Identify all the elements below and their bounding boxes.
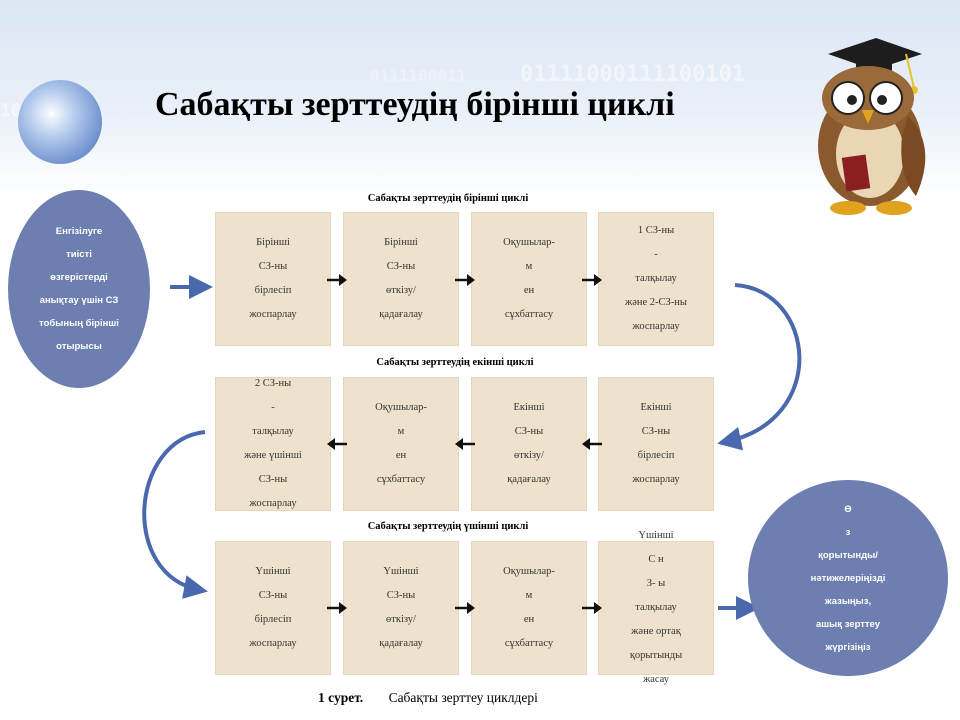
arrow-right-icon [455,274,475,286]
cycle-1-label: Сабақты зерттеудің бірінші циклі [367,193,529,204]
cycle-2-step-3: Оқушылар- м ен сұхбаттасу [343,377,459,511]
cycle-2-step-2: Екінші СЗ-ны өткізу/ қадағалау [471,377,587,511]
figure-caption: 1 сурет. Сабақты зерттеу циклдері [318,690,538,706]
cycle-2-step-4: 2 СЗ-ны - талқылау және үшінші СЗ-ны жос… [215,377,331,511]
arrow-right-icon [327,274,347,286]
step-text: Бірінші СЗ-ны бірлесіп жоспарлау [249,237,297,320]
cycle-3-label: Сабақты зерттеудің үшінші циклі [367,521,529,532]
arrow-right-icon [582,602,602,614]
step-text: Бірінші СЗ-ны өткізу/ қадағалау [379,237,423,320]
cycle-2-step-1: Екінші СЗ-ны бірлесіп жоспарлау [598,377,714,511]
page-title: Сабақты зерттеудің бірінші циклі [155,86,675,123]
step-text: Оқушылар- м ен сұхбаттасу [375,402,427,485]
arrow-left-icon [327,438,347,450]
conclusion-ellipse-text: Ө з қорытынды/ нәтижелеріңізді жазыңыз, … [810,503,886,653]
arrow-right-icon [327,602,347,614]
step-text: Екінші СЗ-ны бірлесіп жоспарлау [632,402,680,485]
curved-arrow-left [142,430,208,599]
start-ellipse: Енгізілуге тиісті өзгерістерді анықтау ү… [8,190,150,388]
header-background [0,0,960,200]
owl-mascot-icon [818,38,926,215]
step-text: Үшінші СЗ-ны бірлесіп жоспарлау [249,566,297,649]
arrow-right-icon [582,274,602,286]
step-text: Үшінші С н З- ы талқылау және ортақ қоры… [629,530,683,685]
cycle-3-step-4: Үшінші С н З- ы талқылау және ортақ қоры… [598,530,714,685]
cycle-3-step-3: Оқушылар- м ен сұхбаттасу [471,541,587,675]
curved-arrow-right [717,283,802,451]
start-ellipse-text: Енгізілуге тиісті өзгерістерді анықтау ү… [39,226,119,352]
cycle-3-step-2: Үшінші СЗ-ны өткізу/ қадағалау [343,541,459,675]
step-text: Оқушылар- м ен сұхбаттасу [503,566,555,649]
conclusion-ellipse: Ө з қорытынды/ нәтижелеріңізді жазыңыз, … [748,480,948,676]
binary-decoration: 0111100011 [370,66,467,85]
cycle-1-step-1: Бірінші СЗ-ны бірлесіп жоспарлау [215,212,331,346]
step-text: 1 СЗ-ны - талқылау және 2-СЗ-ны жоспарла… [624,225,687,332]
arrow-left-icon [582,438,602,450]
step-text: 2 СЗ-ны - талқылау және үшінші СЗ-ны жос… [244,378,302,509]
binary-decoration: 01111000111100101 [520,62,746,87]
arrow-right-icon [455,602,475,614]
step-text: Екінші СЗ-ны өткізу/ қадағалау [507,402,551,485]
figure-number: 1 сурет. [318,690,364,705]
cycle-1-step-4: 1 СЗ-ны - талқылау және 2-СЗ-ны жоспарла… [598,212,714,346]
step-text: Үшінші СЗ-ны өткізу/ қадағалау [379,566,423,649]
globe-decoration [18,80,102,164]
cycle-3-step-1: Үшінші СЗ-ны бірлесіп жоспарлау [215,541,331,675]
arrow-left-icon [455,438,475,450]
cycle-1-step-2: Бірінші СЗ-ны өткізу/ қадағалау [343,212,459,346]
cycle-2-label: Сабақты зерттеудің екінші циклі [376,357,534,368]
figure-caption-text: Сабақты зерттеу циклдері [388,690,538,705]
cycle-1-step-3: Оқушылар- м ен сұхбаттасу [471,212,587,346]
step-text: Оқушылар- м ен сұхбаттасу [503,237,555,320]
